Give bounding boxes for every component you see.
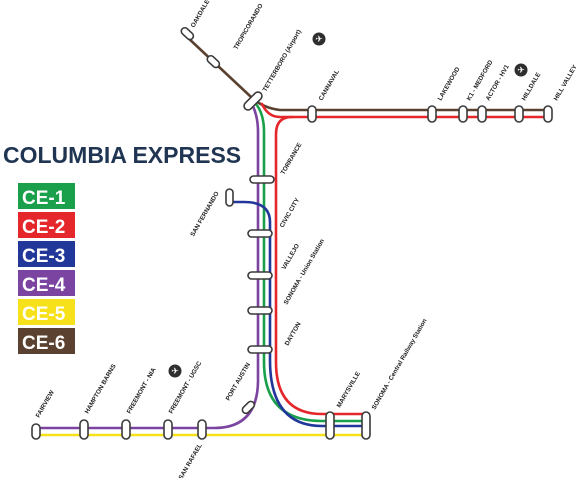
legend-label-ce-2: CE-2: [22, 217, 65, 238]
airplane-icon: ✈: [312, 32, 326, 46]
label-freemont-nia: FREEMONT - NIA: [126, 366, 158, 415]
station-dayton[interactable]: [247, 345, 273, 354]
label-vallejo: VALLEJO: [281, 243, 301, 271]
label-hill-valley: HILL VALLEY: [553, 63, 579, 102]
legend-swatch-ce-5: [18, 299, 75, 325]
line-legend: CE-1 CE-2 CE-3 CE-4 CE-5 CE-6: [18, 183, 75, 354]
station-cannaval[interactable]: [307, 105, 317, 123]
label-sonoma-central: SONOMA - Central Railway Station: [371, 318, 429, 411]
legend-swatch-ce-6: [18, 328, 75, 354]
legend-label-ce-3: CE-3: [22, 246, 65, 267]
station-labels: OAKDALE TROPICORANDO TETTERBORO (Airport…: [35, 0, 579, 478]
label-lakewood: LAKEWOOD: [437, 66, 462, 102]
station-lakewood[interactable]: [427, 105, 437, 123]
airplane-icon: ✈: [168, 364, 182, 378]
label-cannaval: CANNAVAL: [318, 69, 341, 102]
station-freemont-nia[interactable]: [121, 419, 131, 440]
station-oakdale[interactable]: [180, 26, 195, 41]
legend-swatch-ce-3: [18, 241, 75, 267]
line-ce-4: [34, 102, 260, 430]
station-freemont-ugsc[interactable]: [163, 419, 173, 440]
station-san-rafael[interactable]: [197, 419, 207, 440]
label-civic-city: CIVIC CITY: [279, 196, 302, 229]
legend-item-ce-4[interactable]: CE-4: [18, 270, 75, 296]
svg-text:✈: ✈: [517, 65, 525, 75]
label-fairview: FAIRVIEW: [35, 389, 56, 419]
legend-label-ce-5: CE-5: [22, 304, 66, 325]
station-port-austin[interactable]: [241, 400, 256, 415]
legend-label-ce-1: CE-1: [22, 188, 66, 209]
station-civic-city[interactable]: [247, 229, 273, 238]
station-vallejo[interactable]: [247, 271, 273, 280]
map-title: COLUMBIA EXPRESS: [3, 142, 241, 168]
station-tetterboro[interactable]: [242, 90, 263, 111]
legend-item-ce-1[interactable]: CE-1: [18, 183, 75, 209]
label-port-austin: PORT AUSTIN: [225, 361, 253, 402]
station-sonoma-union[interactable]: [247, 306, 273, 315]
legend-swatch-ce-1: [18, 183, 75, 209]
station-hill-valley[interactable]: [543, 105, 553, 123]
station-actor-hv1[interactable]: [477, 105, 487, 123]
station-marysville[interactable]: [325, 411, 335, 440]
label-marysville: MARYSVILLE: [336, 371, 362, 409]
legend-item-ce-2[interactable]: CE-2: [18, 212, 75, 238]
svg-text:✈: ✈: [315, 34, 323, 44]
station-tropicorando[interactable]: [206, 54, 221, 69]
label-san-fernando: SAN FERNANDO: [189, 190, 220, 238]
label-dayton: DAYTON: [284, 321, 303, 347]
line-ce-3: [231, 200, 368, 428]
label-hilldale: HILLDALE: [521, 72, 543, 102]
legend-item-ce-6[interactable]: CE-6: [18, 328, 75, 354]
legend-label-ce-4: CE-4: [22, 275, 66, 296]
station-sonoma-central[interactable]: [361, 411, 371, 440]
line-ce-2-east: [260, 102, 550, 119]
legend-label-ce-6: CE-6: [22, 333, 65, 354]
station-fairview[interactable]: [31, 423, 41, 440]
route-lines: [34, 34, 550, 437]
station-san-fernando[interactable]: [225, 188, 234, 207]
legend-item-ce-5[interactable]: CE-5: [18, 299, 75, 325]
label-tropicorando: TROPICORANDO: [233, 3, 265, 51]
label-tetterboro: TETTERBORO (Airport): [262, 29, 303, 93]
label-sonoma-union: SONOMA - Union Station: [283, 238, 326, 306]
label-torrance: TORRANCE: [280, 142, 304, 176]
line-ce-1: [254, 102, 368, 423]
line-ce-2-south: [274, 115, 368, 416]
legend-swatch-ce-4: [18, 270, 75, 296]
station-k1-medford[interactable]: [458, 105, 468, 123]
legend-swatch-ce-2: [18, 212, 75, 238]
label-san-rafael: SAN RAFAEL: [178, 442, 204, 478]
stations: [31, 26, 553, 440]
airplane-icon: ✈: [514, 63, 528, 77]
svg-text:✈: ✈: [171, 366, 179, 376]
legend-item-ce-3[interactable]: CE-3: [18, 241, 75, 267]
station-hilldale[interactable]: [514, 105, 524, 123]
label-hampton-barns: HAMPTON BARNS: [84, 363, 118, 415]
label-oakdale: OAKDALE: [190, 0, 212, 29]
station-hampton-barns[interactable]: [79, 419, 89, 440]
station-torrance[interactable]: [249, 175, 275, 184]
